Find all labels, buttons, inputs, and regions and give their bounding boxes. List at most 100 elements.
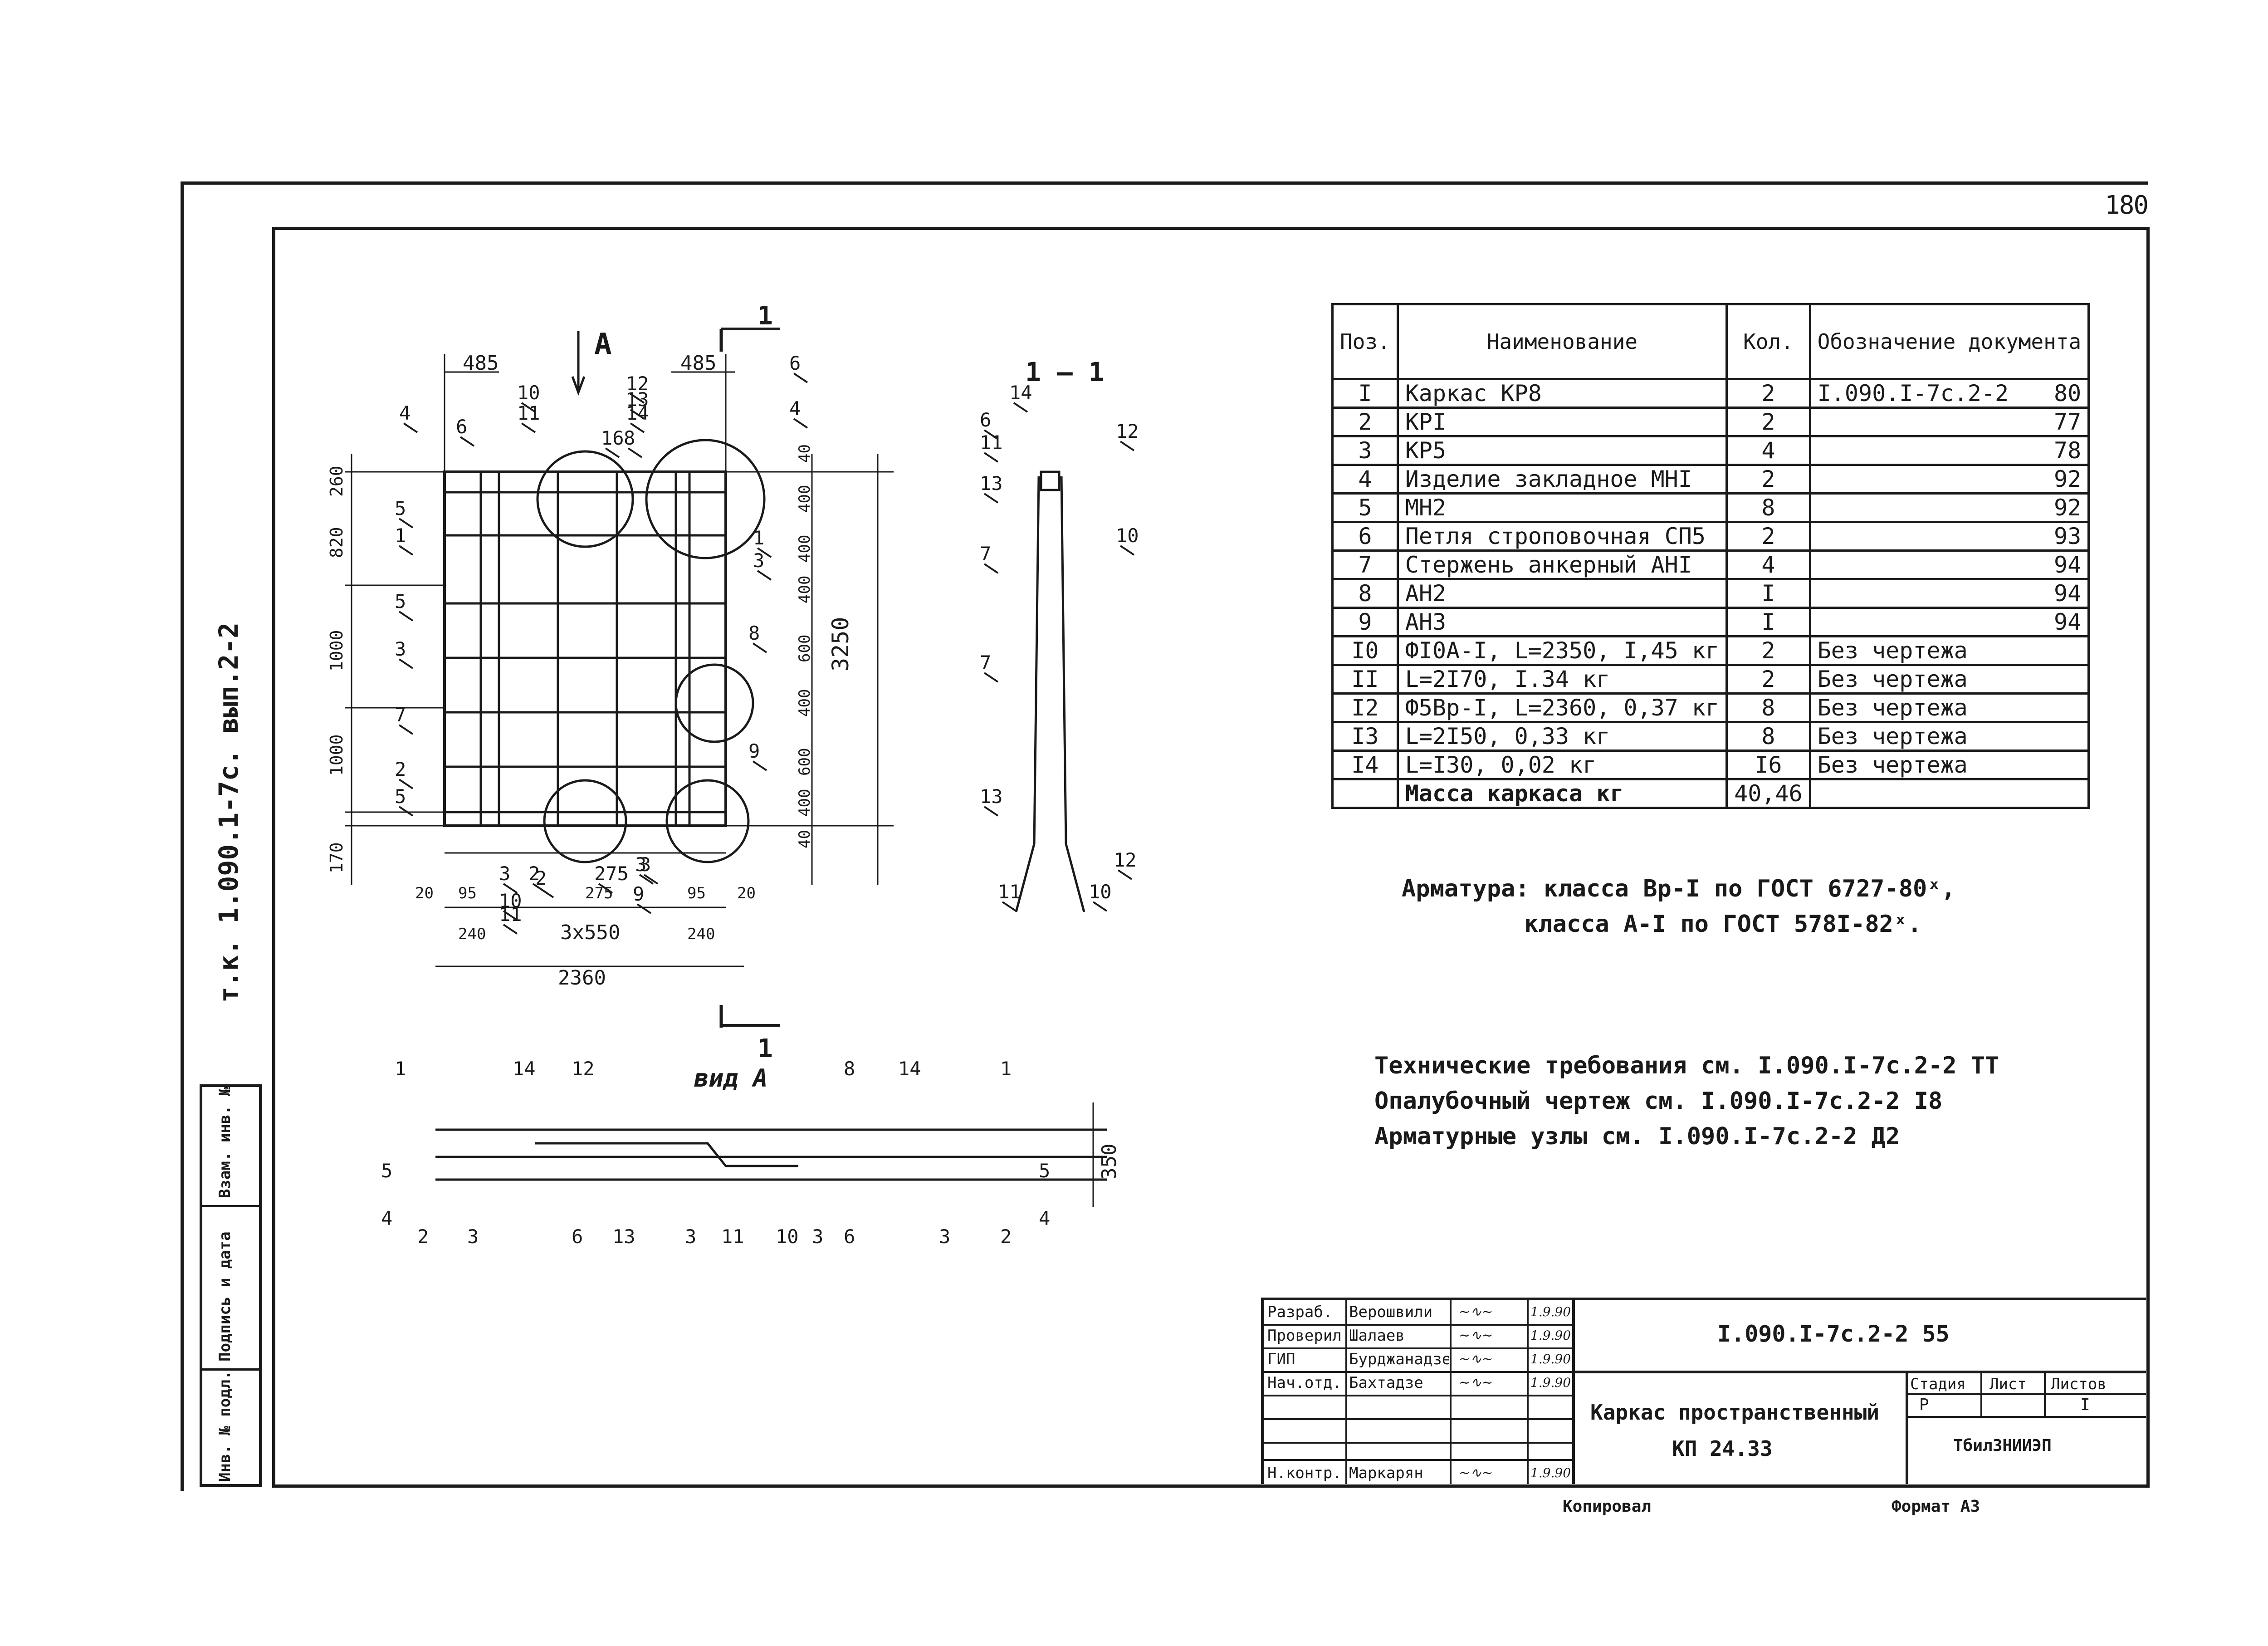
section-callout-leader xyxy=(983,452,999,463)
spec-pos: 9 xyxy=(1331,607,1399,637)
plan-callout: 9 xyxy=(748,740,760,762)
spec-qty: 2 xyxy=(1725,664,1811,695)
plan-callout-leader xyxy=(752,760,767,771)
tech-note-1: Технические требования см. I.090.I-7с.2-… xyxy=(1374,1052,1999,1079)
section-callout-leader xyxy=(1119,441,1135,451)
plan-callout: 3 xyxy=(753,549,764,572)
armature-note-1: Арматура: класса Вр-I по ГОСТ 6727-80ˣ, xyxy=(1402,875,1955,902)
section-callout-leader xyxy=(983,563,999,574)
plan-callout: 3 xyxy=(640,853,651,876)
tech-note-3: Арматурные узлы см. I.090.I-7с.2-2 Д2 xyxy=(1374,1123,1900,1150)
section-callout: 13 xyxy=(980,785,1003,808)
spec-doc-sheet: 94 xyxy=(2054,580,2082,607)
dim-top-left: 485 xyxy=(463,352,499,375)
section-callout-leader xyxy=(983,672,999,683)
spec-doc-sheet: 78 xyxy=(2054,437,2082,464)
section-callout: 13 xyxy=(980,472,1003,495)
plan-callout: 5 xyxy=(395,785,406,808)
spec-doc-code: Без чертежа xyxy=(1817,666,1968,692)
plan-callout-leader xyxy=(398,611,414,622)
side-strip-inv-no: Инв. № подл. xyxy=(202,1368,259,1486)
spec-name: Петля строповочная СП5 xyxy=(1396,521,1728,552)
spec-pos: I3 xyxy=(1331,721,1399,752)
spec-qty: 2 xyxy=(1725,378,1811,409)
plan-callout-leader xyxy=(539,887,554,898)
section-callout: 10 xyxy=(1089,881,1112,903)
tech-notes: Технические требования см. I.090.I-7с.2-… xyxy=(1374,1048,1999,1154)
dim-bottom-mid: 3х550 xyxy=(560,921,620,944)
spec-doc-sheet: 94 xyxy=(2054,609,2082,635)
spec-qty: I xyxy=(1725,607,1811,637)
dim-right-1: 400 xyxy=(796,485,814,513)
plan-callout-leader xyxy=(503,924,518,935)
spec-table: Поз. Наименование Кол. Обозначение докум… xyxy=(1331,303,2090,809)
spec-header-qty: Кол. xyxy=(1725,303,1811,380)
spec-pos: 3 xyxy=(1331,435,1399,466)
section-callout-leader xyxy=(1092,901,1108,912)
spec-doc: 77 xyxy=(1809,407,2090,437)
spec-doc: 94 xyxy=(1809,549,2090,580)
side-strip: Взам. инв. № Подпись и дата Инв. № подл. xyxy=(200,1084,262,1487)
view-callout-bottom: 4 xyxy=(1039,1207,1050,1230)
dim-right-0: 40 xyxy=(796,444,814,463)
plan-callout-leader xyxy=(398,518,414,529)
spec-doc: Без чертежа xyxy=(1809,750,2090,780)
spec-doc-sheet: 94 xyxy=(2054,552,2082,578)
view-callout-bottom: 13 xyxy=(612,1225,635,1248)
plan-callout: 8 xyxy=(624,427,635,449)
plan-callout: 1 xyxy=(753,527,764,549)
spec-pos: I4 xyxy=(1331,750,1399,780)
section-mark-bottom: 1 xyxy=(758,1034,773,1063)
plan-callout-leader xyxy=(752,642,767,653)
plan-callout-leader xyxy=(757,547,772,558)
person-name: Бурджанадзе xyxy=(1349,1350,1449,1368)
view-callout-bottom: 3 xyxy=(467,1225,479,1248)
spec-doc: Без чертежа xyxy=(1809,721,2090,752)
spec-pos: 7 xyxy=(1331,549,1399,580)
plan-callout-leader xyxy=(630,393,645,404)
plan-callout-leader xyxy=(598,883,613,894)
inner-frame xyxy=(272,227,2150,1488)
signature-icon: ~∿~ xyxy=(1459,1304,1493,1320)
spec-doc: 92 xyxy=(1809,492,2090,523)
person-date: 1.9.90 xyxy=(1530,1375,1571,1390)
person-name: Верошвили xyxy=(1349,1303,1433,1321)
dim-right-3: 400 xyxy=(796,576,814,603)
view-callout-bottom: 5 xyxy=(1039,1160,1050,1182)
dim-bottom-small-4: 20 xyxy=(737,884,756,902)
plan-callout-leader xyxy=(398,658,414,669)
section-callout: 7 xyxy=(980,652,991,674)
spec-name: L=2I70, I.34 кг xyxy=(1396,664,1728,695)
person-name: Шалаев xyxy=(1349,1327,1405,1345)
spec-name: ФI0А-I, L=2350, I,45 кг xyxy=(1396,635,1728,666)
spec-qty: 8 xyxy=(1725,492,1811,523)
dim-bottom-small-1: 95 xyxy=(458,884,477,902)
plan-callout: 10 xyxy=(517,382,540,404)
section-callout: 12 xyxy=(1114,849,1137,871)
spec-name: КР5 xyxy=(1396,435,1728,466)
plan-callout-leader xyxy=(639,874,654,885)
plan-callout: 1 xyxy=(395,524,406,547)
spec-doc: Без чертежа xyxy=(1809,692,2090,723)
person-role: Н.контр. xyxy=(1267,1464,1342,1482)
view-callout-bottom: 3 xyxy=(939,1225,950,1248)
plan-callout: 11 xyxy=(499,903,522,926)
dim-left-1: 820 xyxy=(327,527,347,558)
spec-qty: 2 xyxy=(1725,635,1811,666)
spec-name: Стержень анкерный АНI xyxy=(1396,549,1728,580)
spec-qty: 8 xyxy=(1725,692,1811,723)
plan-callout: 6 xyxy=(789,352,801,374)
plan-callout-leader xyxy=(605,447,620,458)
title-stage-value: Р xyxy=(1919,1396,1929,1414)
spec-qty: I6 xyxy=(1725,750,1811,780)
person-name: Бахтадзе xyxy=(1349,1374,1423,1392)
spec-doc-code: Без чертежа xyxy=(1817,637,1968,664)
section-callout-leader xyxy=(1117,869,1133,880)
spec-name: L=I30, 0,02 кг xyxy=(1396,750,1728,780)
